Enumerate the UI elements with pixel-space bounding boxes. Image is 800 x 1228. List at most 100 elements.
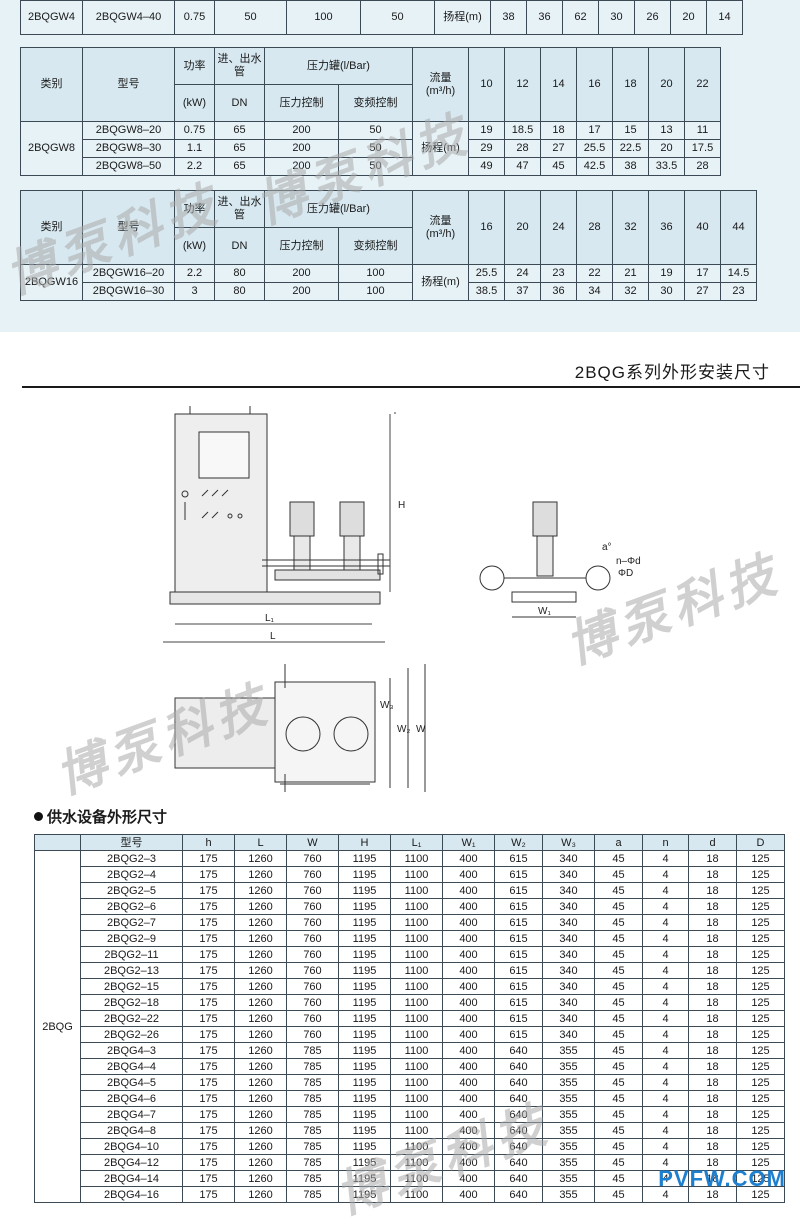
dim-cell: 1100 xyxy=(390,946,443,963)
dim-cell: 18 xyxy=(688,866,737,883)
dim-cell: 400 xyxy=(442,850,495,867)
dim-cell: 400 xyxy=(442,1074,495,1091)
dims-header-cell: 型号 xyxy=(80,834,183,851)
dim-cell: 640 xyxy=(494,1170,543,1187)
flow-label: 流量 xyxy=(429,71,452,84)
dim-cell: 125 xyxy=(736,978,785,995)
dim-cell: 340 xyxy=(542,882,595,899)
dim-cell: 45 xyxy=(594,1138,643,1155)
cell: 2BQGW4–40 xyxy=(82,0,175,35)
dim-cell: 45 xyxy=(594,1026,643,1043)
dim-cell: 125 xyxy=(736,962,785,979)
dim-cell: 760 xyxy=(286,866,339,883)
dims-header-cell: W₂ xyxy=(494,834,543,851)
dim-cell: 4 xyxy=(642,898,689,915)
flow-col: 40 xyxy=(684,190,721,265)
head-value-cell: 28 xyxy=(684,157,721,176)
head-value-cell: 15 xyxy=(612,121,649,140)
dim-cell: 45 xyxy=(594,1074,643,1091)
model-cell: 2BQGW16–30 xyxy=(82,282,175,301)
label-D: ΦD xyxy=(618,568,633,579)
dim-cell: 1100 xyxy=(390,1106,443,1123)
dim-cell: 18 xyxy=(688,1010,737,1027)
dim-cell: 1100 xyxy=(390,1122,443,1139)
dim-cell: 45 xyxy=(594,1154,643,1171)
dim-cell: 18 xyxy=(688,1106,737,1123)
dim-cell: 355 xyxy=(542,1042,595,1059)
dim-cell: 4 xyxy=(642,978,689,995)
dim-cell: 340 xyxy=(542,866,595,883)
dim-cell: 615 xyxy=(494,994,543,1011)
head-value-cell: 32 xyxy=(612,282,649,301)
dim-cell: 4 xyxy=(642,1058,689,1075)
dim-cell: 125 xyxy=(736,882,785,899)
tank-vf-cell: 50 xyxy=(338,157,413,176)
dim-cell: 18 xyxy=(688,898,737,915)
dims-header-cell: W xyxy=(286,834,339,851)
dim-cell: 175 xyxy=(182,962,235,979)
head-value-cell: 30 xyxy=(648,282,685,301)
dim-cell: 45 xyxy=(594,898,643,915)
dim-cell: 1195 xyxy=(338,1106,391,1123)
head-value-cell: 23 xyxy=(720,282,757,301)
header-flow: 流量(m³/h) xyxy=(412,190,469,265)
dim-cell: 125 xyxy=(736,1058,785,1075)
dim-cell: 340 xyxy=(542,962,595,979)
dim-cell: 1100 xyxy=(390,1170,443,1187)
dim-cell: 340 xyxy=(542,898,595,915)
dim-cell: 1260 xyxy=(234,1074,287,1091)
dim-cell: 400 xyxy=(442,1090,495,1107)
site-logo: PVFW.COM xyxy=(658,1166,786,1191)
head-value-cell: 29 xyxy=(468,139,505,158)
model-cell: 2BQG4–6 xyxy=(80,1090,183,1107)
dim-cell: 175 xyxy=(182,1106,235,1123)
cell: 14 xyxy=(706,0,743,35)
dim-cell: 175 xyxy=(182,898,235,915)
model-cell: 2BQG2–11 xyxy=(80,946,183,963)
flow-col: 16 xyxy=(576,47,613,122)
dim-cell: 45 xyxy=(594,1186,643,1203)
dim-cell: 45 xyxy=(594,1106,643,1123)
dim-cell: 400 xyxy=(442,1010,495,1027)
dim-cell: 615 xyxy=(494,914,543,931)
dim-cell: 340 xyxy=(542,914,595,931)
dim-cell: 175 xyxy=(182,946,235,963)
dim-cell: 785 xyxy=(286,1106,339,1123)
dim-cell: 400 xyxy=(442,1170,495,1187)
dim-cell: 1260 xyxy=(234,1042,287,1059)
label-W3: W₃ xyxy=(380,700,394,711)
dim-cell: 175 xyxy=(182,1010,235,1027)
dim-cell: 760 xyxy=(286,882,339,899)
model-cell: 2BQG4–10 xyxy=(80,1138,183,1155)
cell: 26 xyxy=(634,0,671,35)
dim-cell: 400 xyxy=(442,978,495,995)
dim-cell: 1195 xyxy=(338,1026,391,1043)
head-label-cell: 扬程(m) xyxy=(412,121,469,176)
dim-cell: 1195 xyxy=(338,1090,391,1107)
dims-title: 供水设备外形尺寸 xyxy=(34,806,167,827)
model-cell: 2BQG4–7 xyxy=(80,1106,183,1123)
tank-vf-cell: 50 xyxy=(338,139,413,158)
dim-cell: 45 xyxy=(594,1010,643,1027)
dim-cell: 355 xyxy=(542,1106,595,1123)
dim-cell: 1260 xyxy=(234,882,287,899)
flow-col: 20 xyxy=(504,190,541,265)
dim-cell: 1100 xyxy=(390,994,443,1011)
head-value-cell: 27 xyxy=(684,282,721,301)
header-model: 型号 xyxy=(82,47,175,122)
head-value-cell: 34 xyxy=(576,282,613,301)
header-category: 类别 xyxy=(20,47,83,122)
dim-cell: 615 xyxy=(494,898,543,915)
control-cabinet-drawing xyxy=(174,406,268,593)
dim-cell: 18 xyxy=(688,930,737,947)
dim-cell: 400 xyxy=(442,946,495,963)
dim-cell: 760 xyxy=(286,994,339,1011)
head-value-cell: 17.5 xyxy=(684,139,721,158)
category-cell: 2BQGW16 xyxy=(20,264,83,301)
